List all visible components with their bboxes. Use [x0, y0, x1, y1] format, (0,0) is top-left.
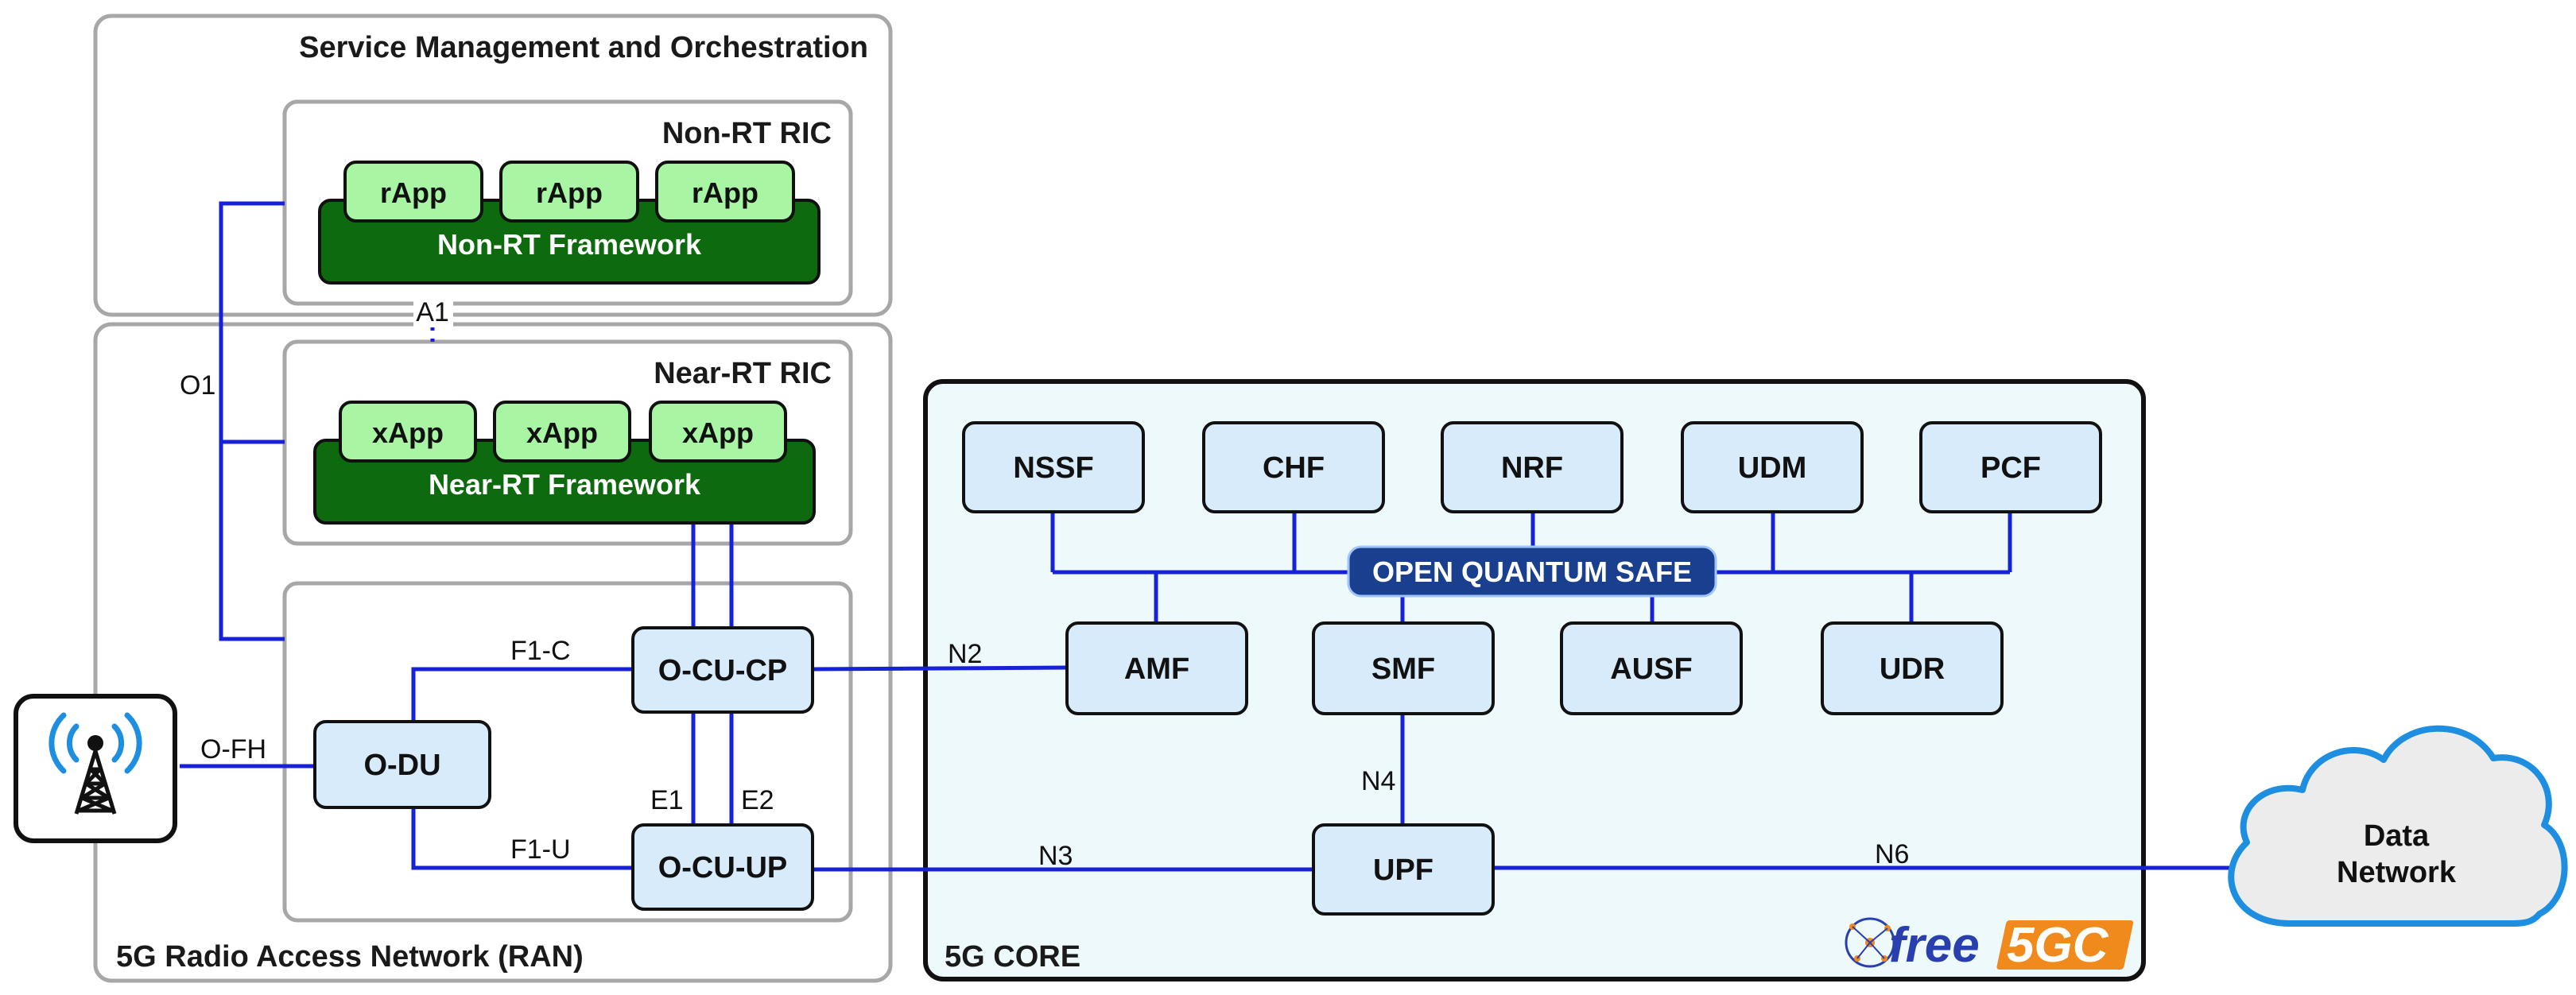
n2-label: N2	[948, 639, 982, 669]
smo-title: Service Management and Orchestration	[299, 31, 868, 64]
radio-tower-icon	[14, 694, 177, 843]
f1u-label: F1-U	[510, 834, 571, 865]
rapp-box-1	[343, 161, 483, 223]
upf-label: UPF	[1373, 854, 1433, 887]
nf-box-udr	[1821, 621, 2004, 715]
o1-label: O1	[180, 370, 215, 401]
nf-label-chf: CHF	[1263, 451, 1325, 485]
n6-label: N6	[1875, 839, 1909, 869]
rapp-label-1: rApp	[380, 176, 447, 209]
e1-label: E1	[650, 785, 684, 815]
rapp-box-2	[499, 161, 639, 223]
globe-icon	[1845, 917, 1895, 968]
ocu-up-label: O-CU-UP	[658, 851, 788, 885]
xapp-label-2: xApp	[526, 416, 598, 449]
xapp-label-1: xApp	[372, 416, 444, 449]
non-rt-framework-label: Non-RT Framework	[437, 228, 702, 261]
core-group	[923, 379, 2146, 981]
odu-box	[313, 720, 491, 809]
ran-title: 5G Radio Access Network (RAN)	[116, 940, 584, 974]
logo-text-free: free	[1889, 918, 1980, 973]
xapp-label-3: xApp	[682, 416, 754, 449]
quantum-safe-badge	[1347, 545, 1717, 598]
e2-label: E2	[741, 785, 774, 815]
nf-label-smf: SMF	[1371, 652, 1435, 686]
ocu-up-box	[631, 823, 814, 911]
data-network-label-1: Data	[2364, 819, 2430, 853]
a1-label: A1	[416, 297, 449, 327]
f1u-link	[411, 807, 633, 870]
nf-label-pcf: PCF	[1980, 451, 2041, 485]
rapp-box-3	[655, 161, 795, 223]
o1-link	[219, 201, 285, 641]
xapp-box-2	[493, 401, 631, 463]
nf-label-nssf: NSSF	[1013, 451, 1093, 485]
f1c-link	[411, 667, 633, 722]
ocu-cp-box	[631, 626, 814, 714]
nf-box-nrf	[1441, 421, 1624, 513]
odu-label: O-DU	[363, 749, 440, 782]
f1c-label: F1-C	[510, 636, 571, 666]
xapp-box-3	[649, 401, 787, 463]
ocu-cp-label: O-CU-CP	[658, 654, 788, 687]
n4-label: N4	[1361, 766, 1395, 796]
nf-box-chf	[1202, 421, 1385, 513]
upf-box	[1312, 823, 1495, 916]
nf-label-nrf: NRF	[1501, 451, 1563, 485]
n3-label: N3	[1038, 841, 1073, 871]
nf-box-nssf	[962, 421, 1145, 513]
ofh-label: O-FH	[200, 734, 266, 765]
n2-link	[812, 665, 1068, 672]
nf-box-smf	[1312, 621, 1495, 715]
nf-label-udm: UDM	[1738, 451, 1807, 485]
nf-box-udm	[1681, 421, 1864, 513]
non-rt-ric-title: Non-RT RIC	[662, 117, 832, 150]
nf-label-udr: UDR	[1880, 652, 1945, 686]
near-rt-framework-label: Near-RT Framework	[429, 468, 701, 501]
logo-text-5gc: 5GC	[2007, 918, 2109, 973]
quantum-safe-label: OPEN QUANTUM SAFE	[1372, 556, 1692, 588]
core-title: 5G CORE	[945, 940, 1080, 974]
near-rt-ric-title: Near-RT RIC	[654, 357, 832, 390]
data-network-label-2: Network	[2337, 856, 2457, 889]
nf-box-pcf	[1919, 421, 2102, 513]
rapp-label-2: rApp	[536, 176, 603, 209]
nf-box-amf	[1065, 621, 1248, 715]
rapp-label-3: rApp	[692, 176, 758, 209]
nf-label-amf: AMF	[1124, 652, 1189, 686]
xapp-box-1	[339, 401, 477, 463]
nf-box-ausf	[1560, 621, 1743, 715]
free5gc-logo: free 5GC	[1845, 917, 2134, 973]
nf-label-ausf: AUSF	[1610, 652, 1692, 686]
data-network-cloud	[2228, 725, 2568, 927]
